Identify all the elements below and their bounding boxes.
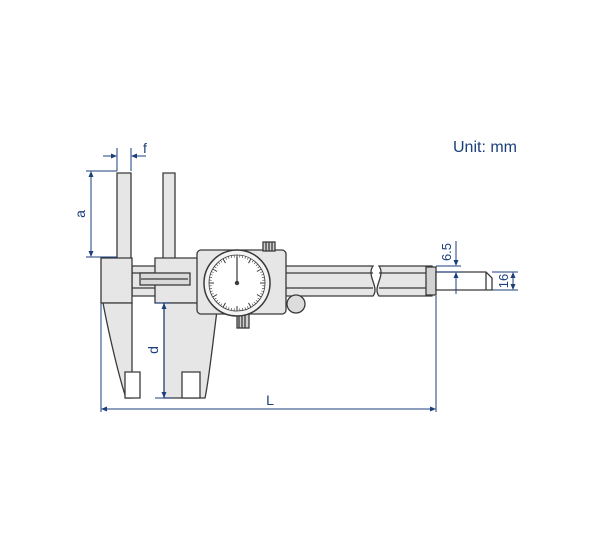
dim-label-beam-width: 16 [496, 274, 511, 288]
dial-center [235, 281, 239, 285]
thumb-roller [287, 295, 305, 313]
dim-label-d: d [145, 346, 161, 354]
dim-label-a: a [72, 210, 88, 218]
dim-label-L: L [266, 392, 274, 408]
dim-label-f: f [143, 140, 147, 156]
depth-rod [426, 267, 492, 295]
unit-label: Unit: mm [453, 139, 517, 157]
dim-label-tip-width: 6.5 [439, 243, 454, 261]
dial-gauge [204, 250, 270, 316]
